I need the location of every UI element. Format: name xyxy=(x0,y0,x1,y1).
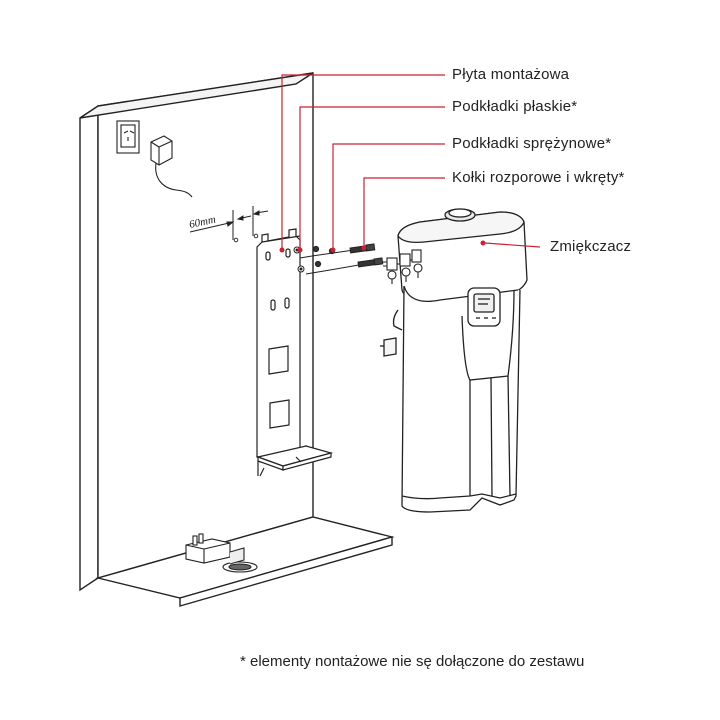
label-spring-washers: Podkładki sprężynowe* xyxy=(452,135,612,152)
dimension-label: 60mm xyxy=(188,214,217,231)
dimension-60mm xyxy=(189,206,269,240)
softener-valves xyxy=(383,249,423,284)
leader-anchors-screws xyxy=(363,177,445,246)
leader-softener xyxy=(484,242,541,248)
mounting-plate xyxy=(255,228,334,477)
leader-flat-washers xyxy=(299,106,445,248)
power-outlet-icon xyxy=(116,120,140,154)
footnote: * elementy nontażowe nie sę dołączone do… xyxy=(240,653,585,670)
wall-holes xyxy=(233,233,259,243)
leader-lines xyxy=(279,74,541,253)
leader-dot-spring-washers xyxy=(330,247,336,253)
label-anchors-screws: Kołki rozporowe i wkręty* xyxy=(452,169,625,186)
label-flat-washers: Podkładki płaskie* xyxy=(452,98,578,115)
leader-spring-washers xyxy=(332,143,445,248)
label-softener: Zmiękczacz xyxy=(550,238,632,255)
leader-dot-flat-washers xyxy=(297,247,303,253)
label-mounting-plate: Płyta montażowa xyxy=(452,66,570,83)
power-adapter-icon xyxy=(150,135,193,198)
leader-dot-anchors-screws xyxy=(361,245,367,251)
softener-unit xyxy=(380,208,528,513)
leader-mounting-plate xyxy=(281,74,445,248)
floor-drain-icon xyxy=(185,533,258,573)
floor xyxy=(95,516,395,607)
anchor-bolts xyxy=(299,243,384,275)
leader-dot-mounting-plate xyxy=(279,247,285,253)
leader-dot-softener xyxy=(480,240,486,246)
